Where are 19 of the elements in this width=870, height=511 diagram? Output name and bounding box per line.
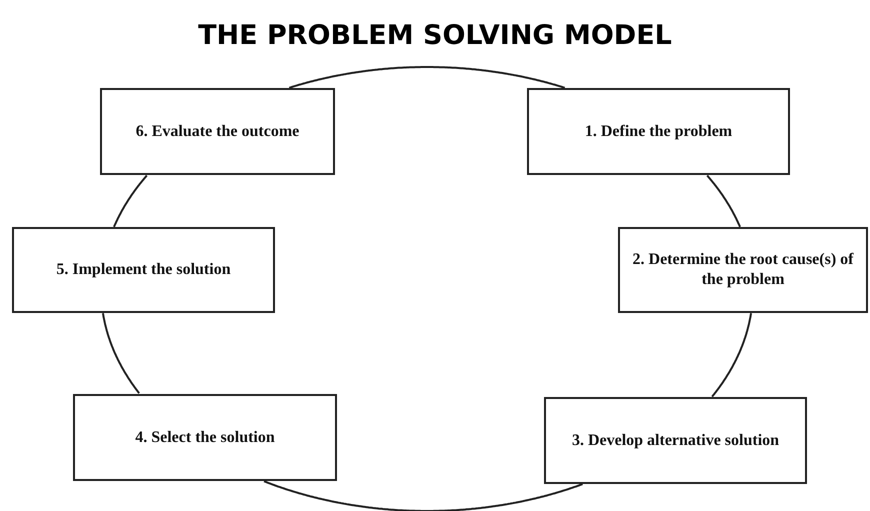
step-box xyxy=(12,227,275,313)
connector-arc xyxy=(102,313,140,394)
connector-arc xyxy=(264,480,583,511)
step-text: 1. Define the problem xyxy=(584,122,732,142)
step-box xyxy=(100,88,335,175)
step-box xyxy=(544,397,807,484)
step-text: 4. Select the solution xyxy=(135,428,275,448)
step-text: 6. Evaluate the outcome xyxy=(136,122,300,142)
step-text: 3. Develop alternative solution xyxy=(572,430,780,450)
step-box xyxy=(527,88,790,175)
diagram-title: THE PROBLEM SOLVING MODEL xyxy=(198,22,672,49)
connector-arc xyxy=(711,313,752,398)
connector-arc xyxy=(113,174,148,228)
connector-arc xyxy=(706,174,741,228)
step-text: 2. Determine the root cause(s) of the problem xyxy=(632,250,854,290)
connector-arc xyxy=(288,66,566,89)
step-text: 5. Implement the solution xyxy=(56,260,231,280)
step-box xyxy=(73,394,337,481)
step-box xyxy=(618,227,868,313)
